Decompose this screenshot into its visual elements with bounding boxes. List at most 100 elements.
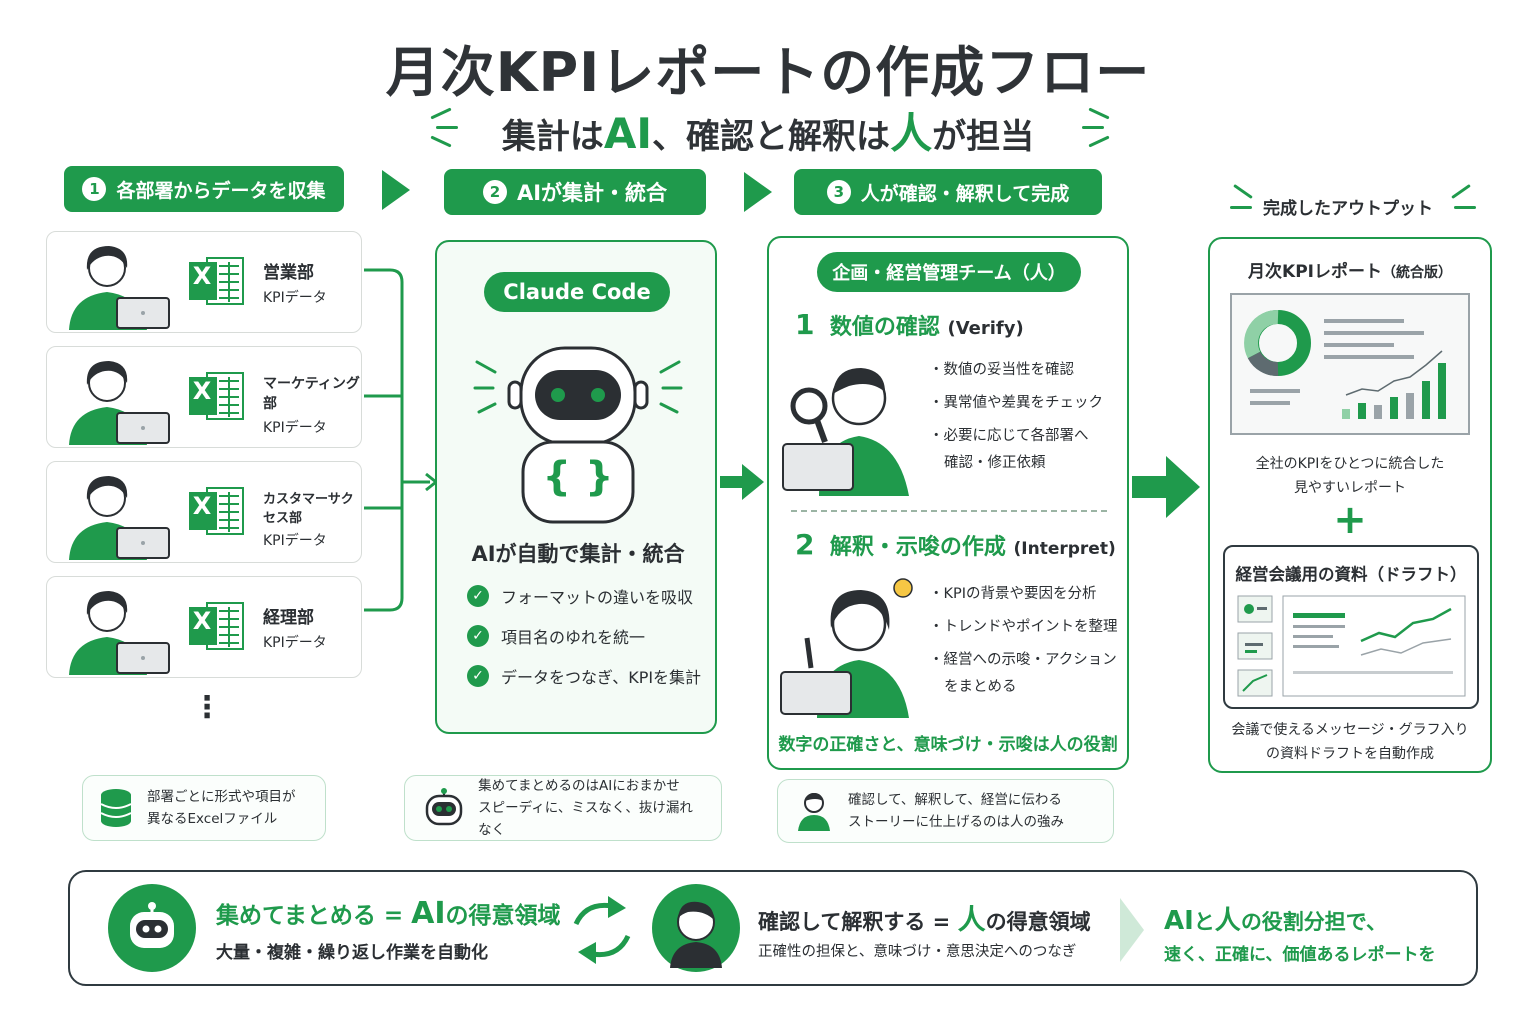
department-name: マーケティング部 — [263, 376, 360, 412]
check-text: 項目名のゆれを統一 — [501, 628, 646, 647]
draft-title: 経営会議用の資料（ドラフト） — [1235, 565, 1467, 584]
ai-strength-desc: 大量・複雑・繰り返し作業を自動化 — [216, 943, 488, 963]
step-number: 2 — [482, 180, 507, 204]
concl-mid: と — [1193, 910, 1215, 934]
ai-word: AI — [411, 896, 446, 931]
interpret-en: (Interpret) — [1013, 539, 1116, 559]
concl-ai: AI — [1164, 906, 1194, 936]
page-subtitle: 集計はAI、確認と解釈は人が担当 — [0, 100, 1536, 161]
arrow-right-icon — [720, 464, 764, 500]
bullet-item: ・経営への示唆・アクション — [929, 652, 1117, 669]
step-label: 各部署からデータを収集 — [116, 179, 326, 202]
chevron-right-icon — [1120, 898, 1144, 962]
report-title: 月次KPIレポート（統合版） — [1210, 257, 1490, 282]
report-desc-line: 全社のKPIをひとつに統合した — [1255, 456, 1445, 472]
ai-title-post: の得意領域 — [445, 903, 561, 929]
report-title-suffix: （統合版） — [1381, 265, 1452, 281]
ai-panel: Claude Code { } AIが自動で集計・統合 ✓フォーマットの違いを吸… — [435, 240, 717, 734]
note-ai: 集めてまとめるのはAIにおまかせスピーディに、ミスなく、抜け漏れなく — [404, 775, 722, 841]
spark-icon — [1230, 206, 1252, 209]
subtitle-part3: が担当 — [932, 117, 1035, 157]
check-icon: ✓ — [467, 665, 489, 687]
arrow-right-icon — [382, 170, 410, 210]
claude-code-badge: Claude Code — [484, 272, 670, 312]
note-text: 確認して、解釈して、経営に伝わるストーリーに仕上げるのは人の強み — [848, 789, 1064, 834]
bullet-text: 数値の妥当性を確認 — [943, 362, 1075, 378]
report-desc: 全社のKPIをひとつに統合した 見やすいレポート — [1210, 453, 1490, 501]
ai-check-list: ✓フォーマットの違いを吸収 ✓項目名のゆれを統一 ✓データをつなぎ、KPIを集計 — [467, 584, 701, 688]
step-label: 人が確認・解釈して完成 — [860, 182, 1070, 205]
excel-icon — [189, 372, 244, 420]
excel-letter: X — [192, 262, 212, 290]
department-sub: KPIデータ — [263, 533, 327, 549]
draft-box: 経営会議用の資料（ドラフト） — [1223, 545, 1479, 709]
note-human: 確認して、解釈して、経営に伝わるストーリーに仕上げるのは人の強み — [777, 779, 1114, 843]
department-text: 営業部 KPIデータ — [263, 258, 327, 307]
department-name: 営業部 — [263, 263, 314, 283]
robot-icon — [130, 902, 174, 948]
bullet-text: 経営への示唆・アクション — [943, 652, 1117, 669]
subtitle-human: 人 — [890, 109, 933, 158]
department-sub: KPIデータ — [263, 290, 327, 306]
ai-panel-heading: AIが自動で集計・統合 — [471, 542, 685, 566]
concl-human: 人 — [1214, 906, 1241, 936]
step-label: AIが集計・統合 — [516, 181, 668, 205]
excel-letter: X — [192, 607, 212, 635]
subtitle-ai: AI — [603, 109, 653, 158]
excel-letter: X — [192, 377, 212, 405]
step-number: 1 — [82, 177, 107, 201]
check-icon: ✓ — [467, 625, 489, 647]
department-name: 経理部 — [263, 608, 314, 628]
bullet-item: をまとめる — [929, 677, 1118, 698]
verify-heading: 1 数値の確認 (Verify) — [795, 308, 1024, 341]
bullet-text: 異常値や差異をチェック — [943, 395, 1104, 412]
human-panel: 企画・経営管理チーム（人） 1 数値の確認 (Verify) ・数値の妥当性を確… — [767, 236, 1129, 770]
bullet-item: 確認・修正依頼 — [929, 453, 1103, 474]
ai-title-pre: 集めてまとめる = — [216, 903, 412, 929]
summary-band: 集めてまとめる = AIの得意領域 大量・複雑・繰り返し作業を自動化 確認して解… — [68, 870, 1478, 986]
draft-thumbnail — [1237, 595, 1466, 697]
more-dots: ⋮ — [192, 690, 222, 725]
draft-desc: 会議で使えるメッセージ・グラフ入り の資料ドラフトを自動作成 — [1210, 719, 1490, 767]
excel-icon — [189, 257, 244, 305]
bullet-item: ・必要に応じて各部署へ — [929, 428, 1089, 445]
note-text: 集めてまとめるのはAIにおまかせスピーディに、ミスなく、抜け漏れなく — [478, 775, 705, 842]
arrow-right-icon — [1132, 456, 1200, 518]
person-laptop-illustration — [69, 361, 170, 445]
interpret-title: 解釈・示唆の作成 — [829, 535, 1006, 560]
output-panel: 月次KPIレポート（統合版） 全社のKPIをひとつに統合した 見やすいレポート … — [1208, 237, 1492, 773]
person-laptop-illustration — [69, 591, 170, 675]
note-line: スピーディに、ミスなく、抜け漏れなく — [478, 799, 693, 839]
team-badge: 企画・経営管理チーム（人） — [817, 252, 1081, 292]
robot-icon — [473, 346, 683, 524]
verify-en: (Verify) — [947, 318, 1024, 339]
note-line: 確認して、解釈して、経営に伝わる — [848, 791, 1062, 808]
report-title-main: 月次KPIレポート — [1248, 262, 1382, 282]
interpret-bullets: ・KPIの背景や要因を分析 ・トレンドやポイントを整理 ・経営への示唆・アクショ… — [929, 584, 1118, 698]
conclusion-line1: AIと人の役割分担で、 — [1164, 900, 1387, 937]
human-circle — [652, 884, 740, 972]
department-sub: KPIデータ — [263, 635, 327, 651]
person-laptop-illustration — [69, 246, 170, 330]
ai-circle — [108, 884, 196, 972]
page-title: 月次KPIレポートの作成フロー — [385, 41, 1151, 104]
bullet-item: ・異常値や差異をチェック — [929, 395, 1104, 412]
connector-lines — [364, 268, 439, 612]
subtitle-part2: 、確認と解釈は — [652, 117, 891, 157]
plus-icon: + — [1333, 497, 1367, 543]
check-item: ✓フォーマットの違いを吸収 — [467, 584, 701, 608]
database-icon — [100, 789, 132, 827]
person-icon — [670, 901, 722, 968]
bullet-text: をまとめる — [944, 679, 1017, 696]
report-desc-line: 見やすいレポート — [1294, 479, 1406, 496]
note-line: ストーリーに仕上げるのは人の強み — [848, 814, 1064, 830]
bullet-text: 必要に応じて各部署へ — [943, 428, 1089, 445]
step-1-pill: 1 各部署からデータを収集 — [64, 166, 344, 212]
human-word: 人 — [957, 903, 986, 936]
step-3-pill: 3 人が確認・解釈して完成 — [794, 169, 1102, 215]
robot-icon — [425, 788, 463, 826]
human-title-pre: 確認して解釈する = — [758, 910, 958, 934]
department-sub: KPIデータ — [263, 420, 327, 436]
verify-num: 1 — [795, 308, 815, 341]
department-text: マーケティング部 KPIデータ — [263, 373, 361, 437]
